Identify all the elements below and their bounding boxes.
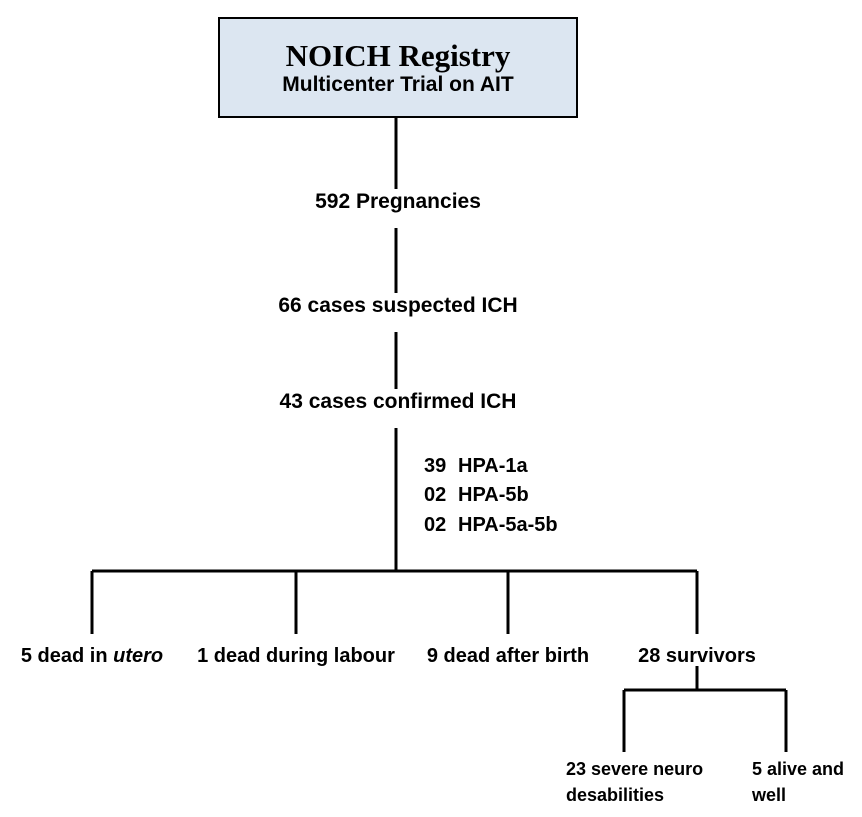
stage-label-pregnancies: 592 Pregnancies — [315, 190, 481, 213]
hpa-count-1a: 39 — [424, 455, 447, 477]
stage-label-confirmed-ich: 43 cases confirmed ICH — [279, 390, 517, 413]
outcome-label-dead-after-birth: 9 dead after birth — [426, 645, 590, 667]
sub-outcome-label-alive-and-well: 5 alive and well — [752, 759, 845, 805]
outcome-label-dead-in-utero: 5 dead in utero — [21, 645, 163, 668]
registry-header-box: NOICH Registry Multicenter Trial on AIT — [218, 17, 578, 118]
outcome-label-survivors: 28 survivors — [638, 645, 756, 667]
hpa-count-5a-5b: 02 — [424, 513, 447, 536]
stage-label-suspected-ich: 66 cases suspected ICH — [278, 294, 518, 317]
hpa-row-5b: 02 HPA-5b — [424, 481, 558, 510]
outcome-text-dead-in-utero-prefix: 5 dead in — [20, 645, 114, 667]
sub-outcome-label-severe-neuro-desabilities: 23 severe neuro desabilities — [566, 759, 704, 805]
hpa-row-5a-5b: 02 HPA-5a-5b — [424, 511, 558, 540]
outcome-label-dead-during-labour: 1 dead during labour — [197, 645, 395, 667]
hpa-antigen-5a-5b: HPA-5a-5b — [458, 513, 558, 536]
outcome-text-dead-in-utero-emphasis: utero — [113, 645, 164, 667]
registry-title: NOICH Registry — [285, 37, 511, 73]
hpa-antigen-5b: HPA-5b — [458, 484, 529, 507]
hpa-antigen-1a: HPA-1a — [458, 455, 528, 477]
hpa-row-1a: 39 HPA-1a — [424, 452, 558, 481]
registry-subtitle: Multicenter Trial on AIT — [282, 73, 514, 97]
hpa-count-5b: 02 — [424, 484, 447, 507]
